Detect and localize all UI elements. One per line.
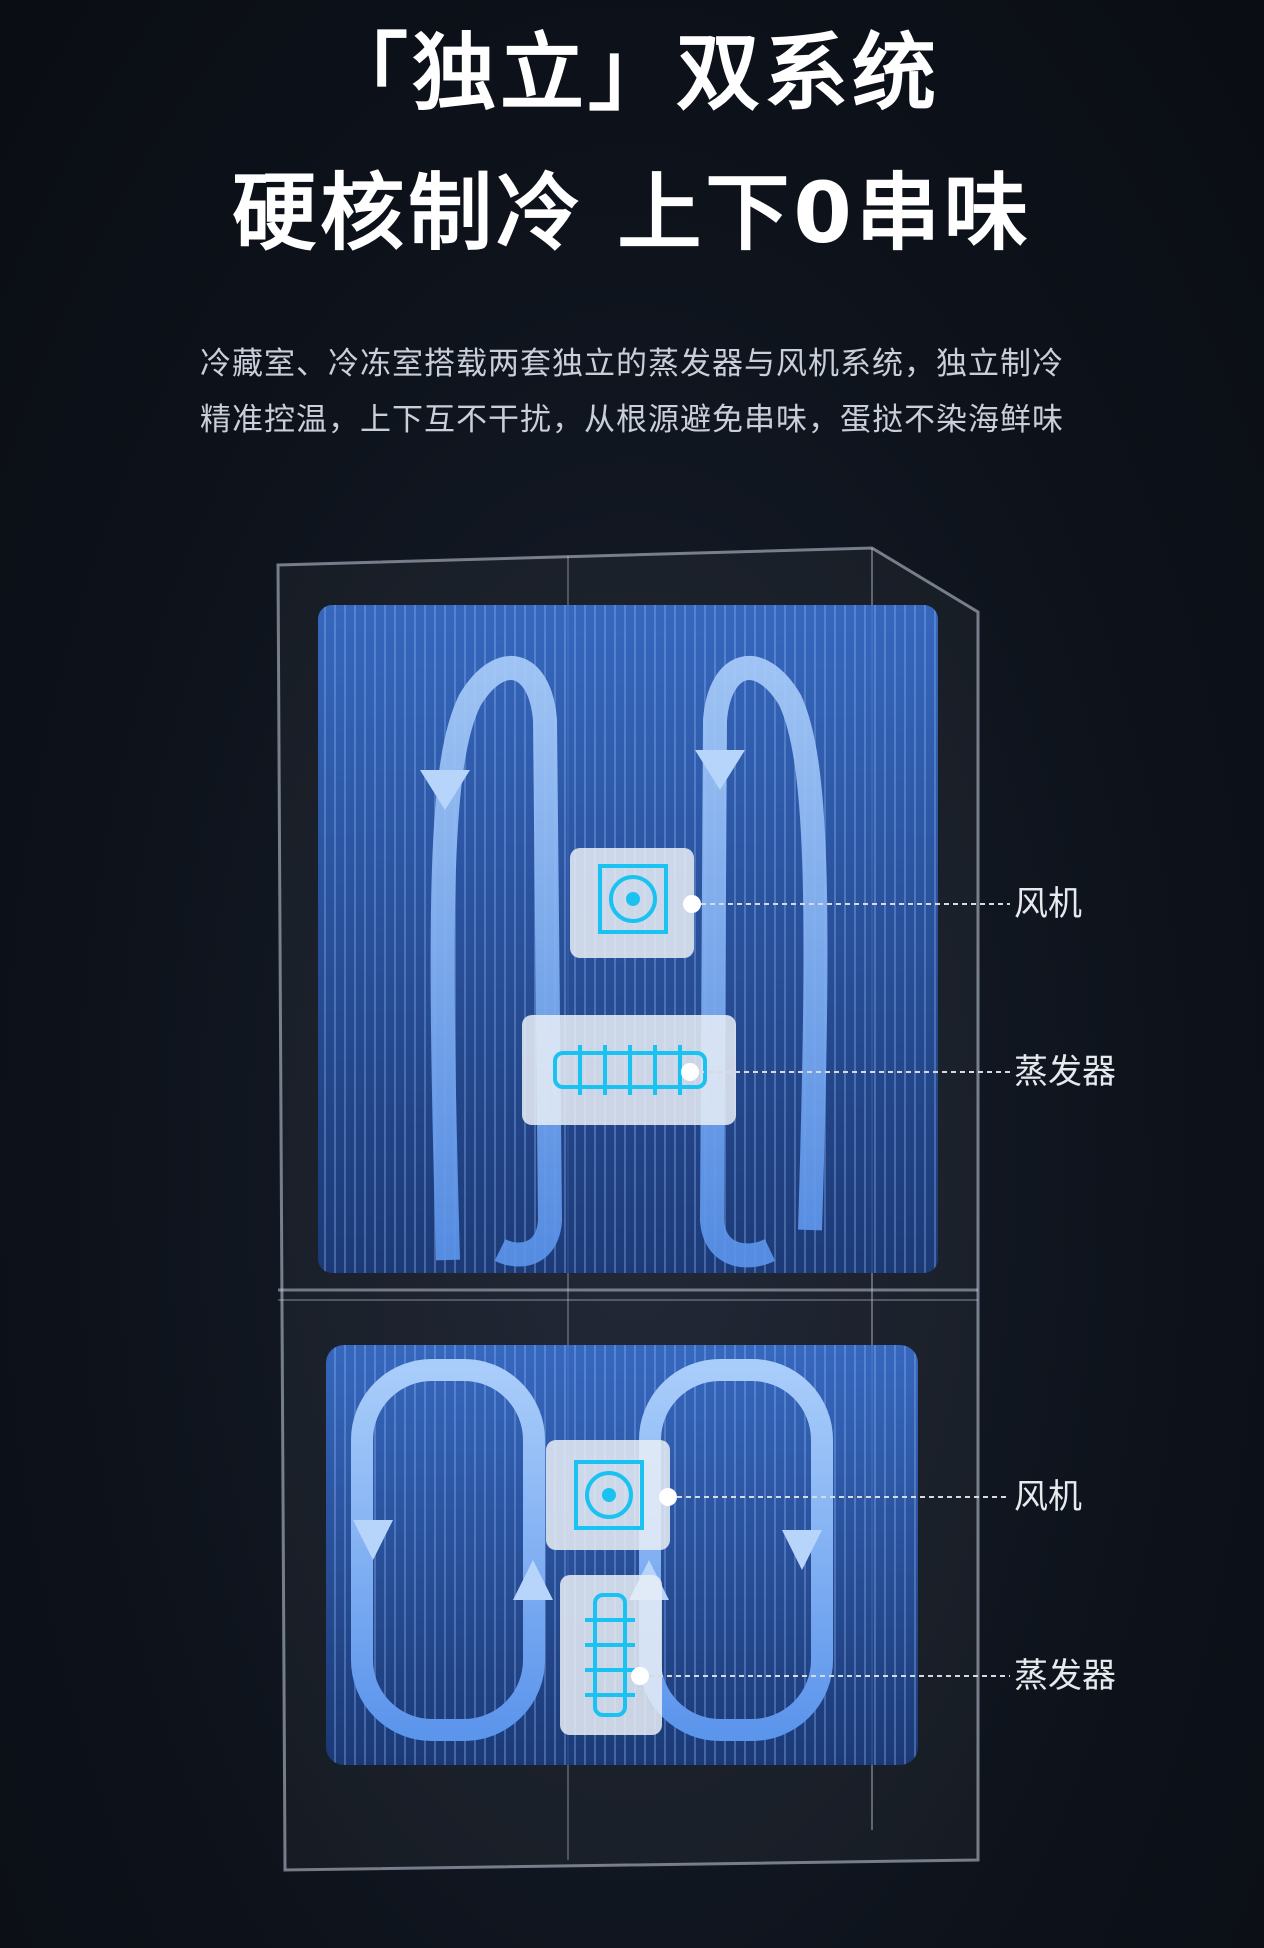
callout-lower-evaporator: 蒸发器 [1014,1656,1116,1696]
callout-dots [631,895,701,1685]
callout-lines [640,903,1010,1677]
evaporator-icon [585,1593,635,1717]
lower-fan-module [546,1440,670,1550]
fan-icon [598,864,668,934]
lower-right-down-arrow-icon [782,1530,822,1570]
callout-upper-evaporator: 蒸发器 [1014,1052,1116,1092]
description-line-2: 精准控温，上下互不干扰，从根源避免串味，蛋挞不染海鲜味 [200,402,1064,438]
upper-fan-module [570,848,694,958]
upper-evaporator-module [522,1015,736,1125]
lower-evaporator-module [560,1575,662,1735]
callout-upper-fan: 风机 [1014,884,1082,924]
lower-left-up-arrow-icon [513,1560,553,1600]
callout-lower-fan: 风机 [1014,1477,1082,1517]
upper-left-airflow [430,656,563,1267]
fan-icon [574,1460,644,1530]
headline-line-1: 「独立」双系统 [323,24,940,122]
description-line-1: 冷藏室、冷冻室搭载两套独立的蒸发器与风机系统，独立制冷 [200,346,1064,382]
lower-left-down-arrow-icon [353,1520,393,1560]
upper-left-arrow-icon [420,770,470,810]
lower-chamber [326,1345,918,1765]
upper-right-airflow [699,656,828,1268]
headline-line-2: 硬核制冷 上下0串味 [232,164,1032,262]
upper-right-arrow-icon [695,750,745,790]
lower-left-airflow [351,1359,545,1741]
evaporator-icon [553,1045,707,1095]
